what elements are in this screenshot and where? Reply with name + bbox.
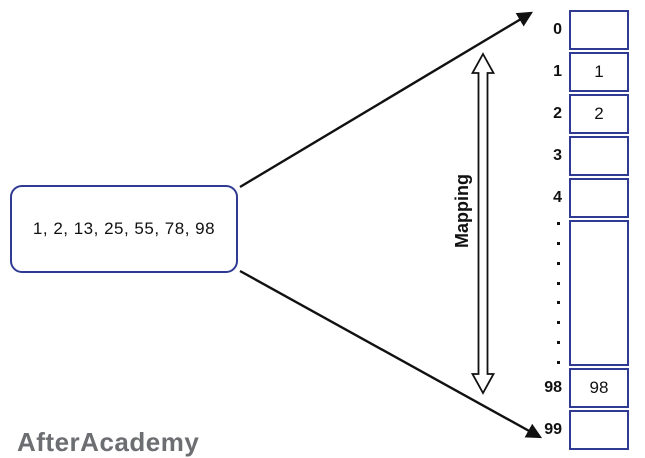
array-row: 1 1 [538,52,629,92]
array-cell: 98 [569,368,629,408]
array-index-label: 4 [553,189,562,206]
array-cell: 1 [569,52,629,92]
array-index-label: 2 [553,105,562,122]
array-cell [569,410,629,450]
input-set-box: 1, 2, 13, 25, 55, 78, 98 [10,185,238,273]
array-cell [569,178,629,218]
array-index-label: 99 [544,421,562,438]
array-ellipsis-dots [538,220,569,366]
array-index-label: 98 [544,379,562,396]
array-row: 3 [538,136,629,176]
ellipsis-dot [557,360,560,364]
array-column: 0 1 1 2 2 3 4 98 98 99 [538,10,629,450]
ellipsis-dot [557,341,560,345]
array-cell [569,136,629,176]
array-row: 99 [538,410,629,450]
array-cell [569,10,629,50]
array-row: 4 [538,178,629,218]
mapping-range-double-arrow [470,52,496,395]
input-set-values: 1, 2, 13, 25, 55, 78, 98 [32,219,216,238]
ellipsis-dot [557,222,560,225]
ellipsis-dot [557,321,560,325]
mapping-label: Mapping [451,174,472,248]
bottom-mapping-arrow [239,269,543,439]
ellipsis-dot [557,241,560,245]
ellipsis-dot [557,301,560,305]
array-index-label: 3 [553,147,562,164]
array-index-label: 1 [553,63,562,80]
top-mapping-arrow [239,11,534,189]
ellipsis-dot [557,281,560,285]
array-row: 0 [538,10,629,50]
array-index-label: 0 [553,21,562,38]
afteracademy-logo-text: AfterAcademy [17,427,200,457]
array-cell [569,220,629,366]
array-row [538,220,629,366]
array-row: 2 2 [538,94,629,134]
array-row: 98 98 [538,368,629,408]
ellipsis-dot [557,261,560,265]
array-cell: 2 [569,94,629,134]
